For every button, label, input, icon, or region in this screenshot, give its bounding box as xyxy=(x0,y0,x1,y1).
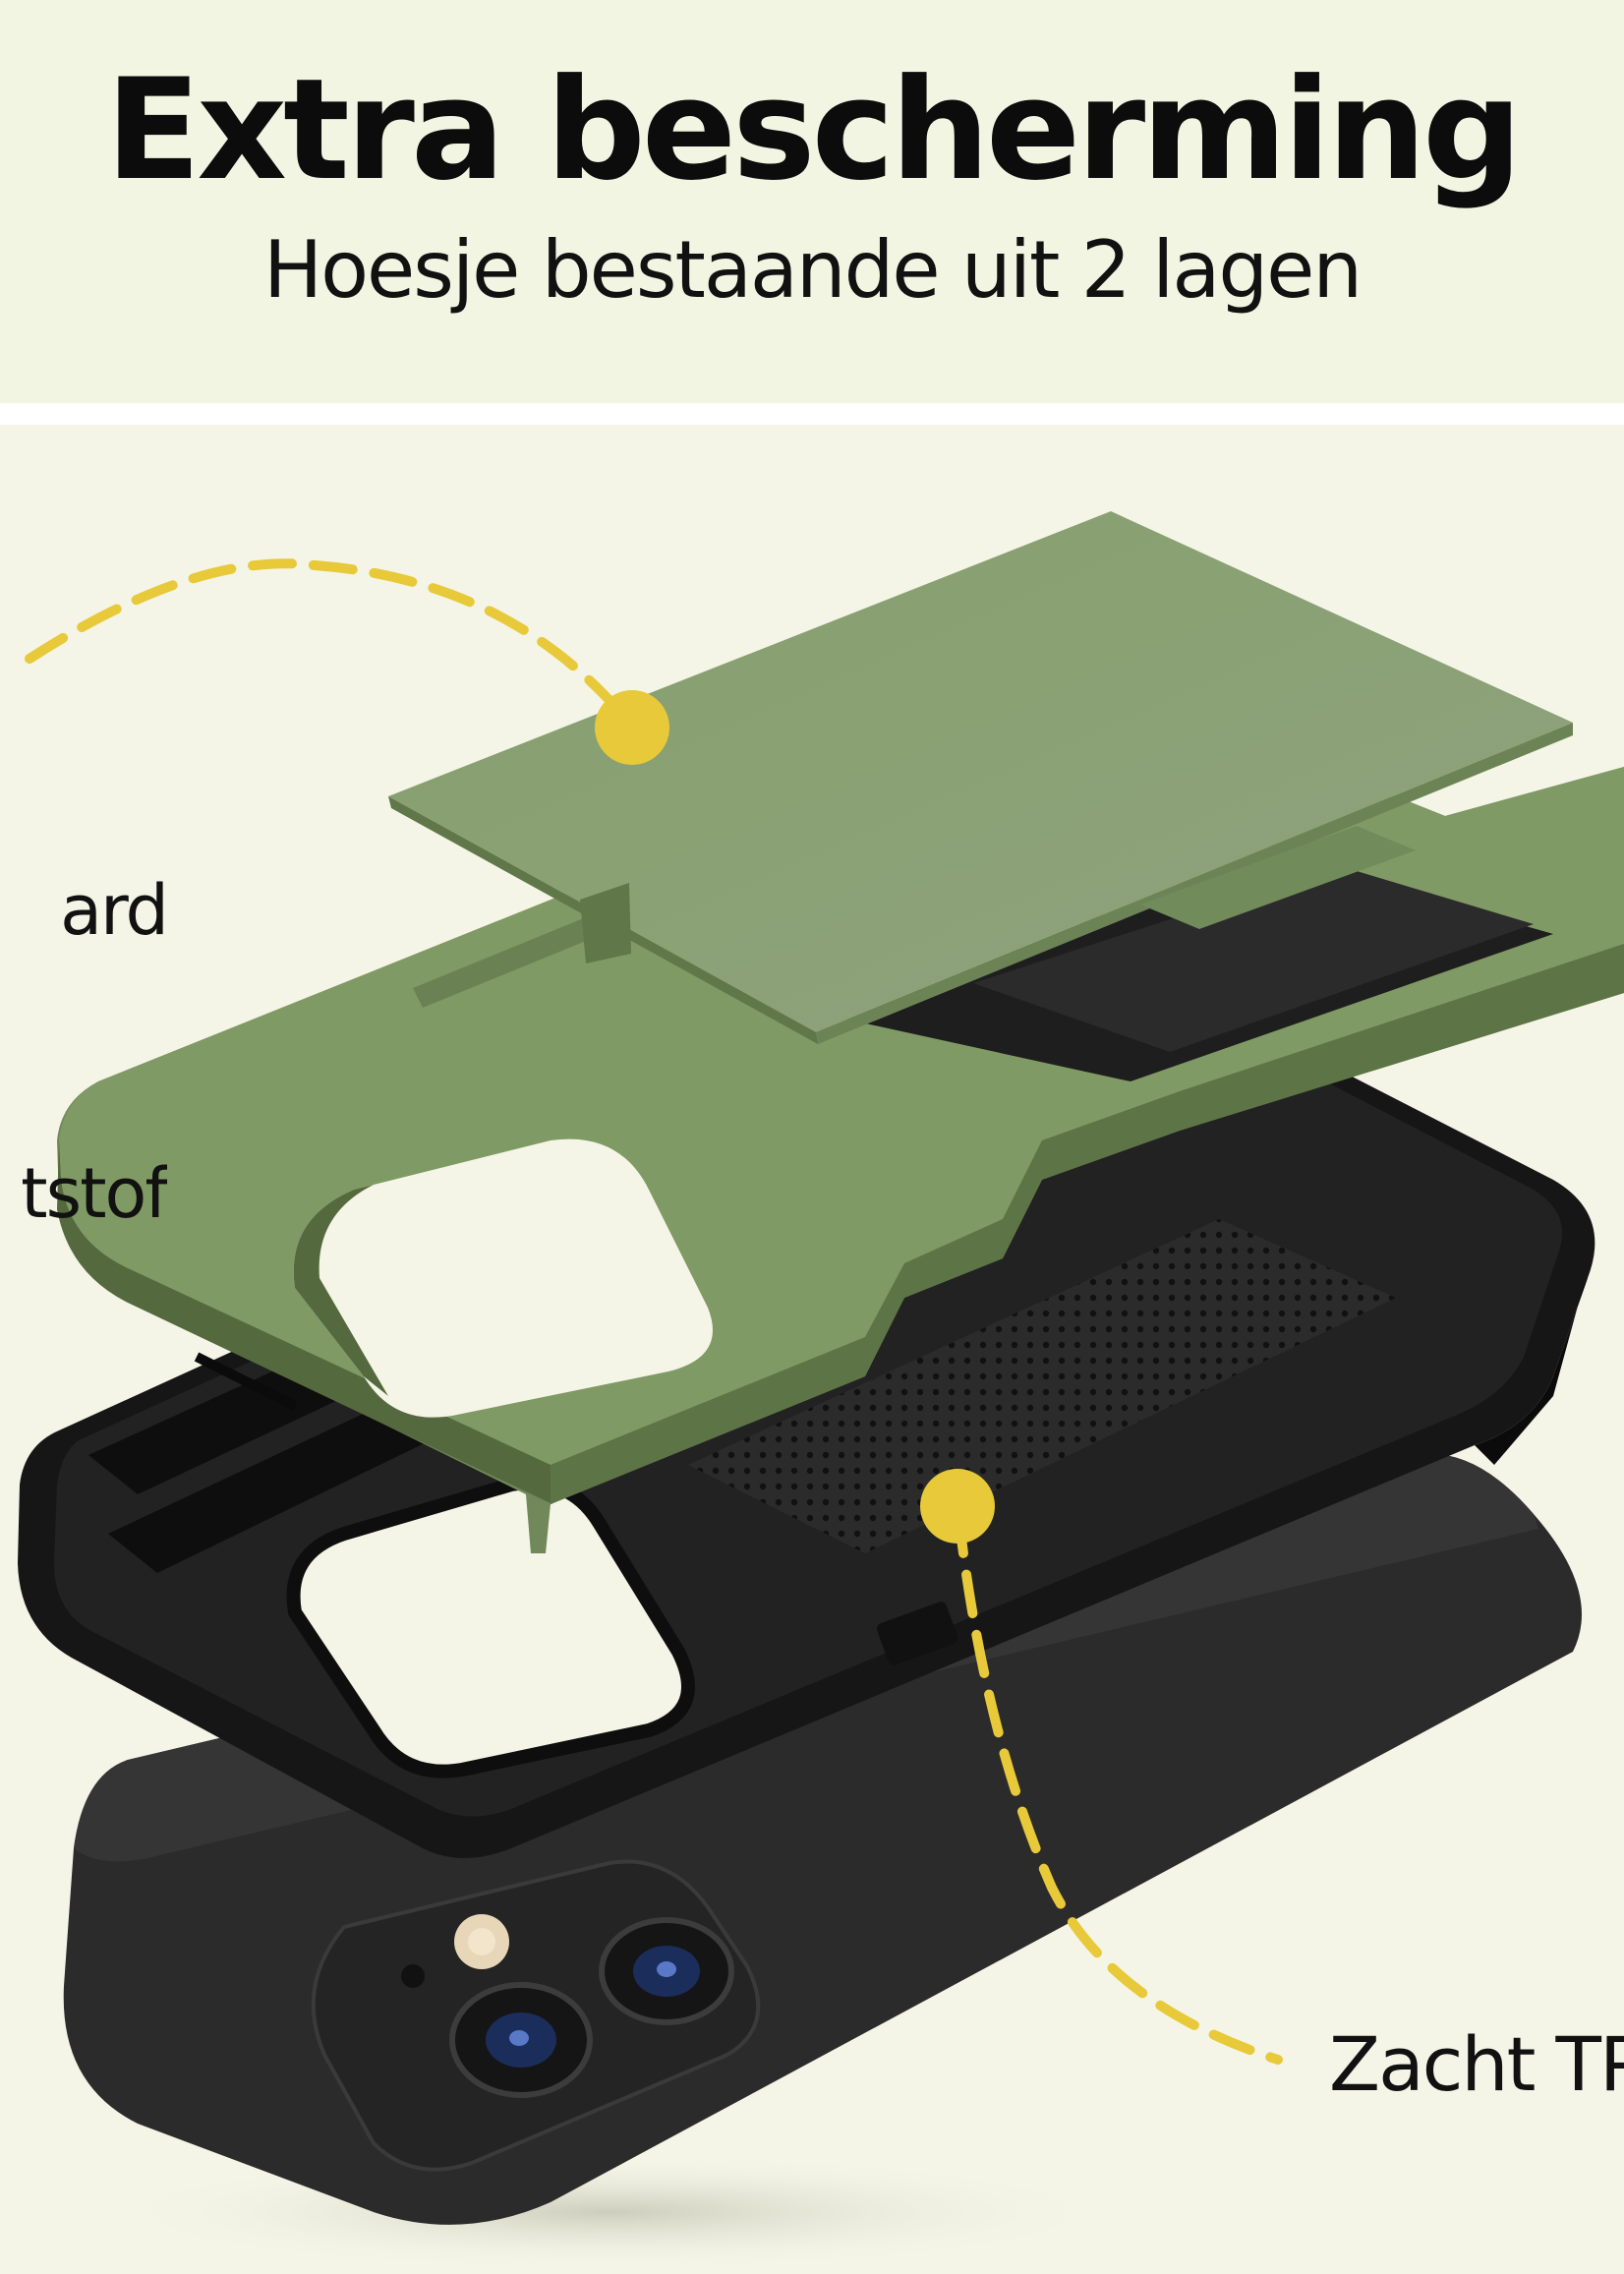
card-cover-plate xyxy=(388,511,1573,1044)
header-divider xyxy=(0,403,1624,425)
header-panel: Extra bescherming Hoesje bestaande uit 2… xyxy=(0,0,1624,403)
hard-layer-label: ard tstof xyxy=(0,674,167,1429)
soft-layer-marker xyxy=(920,1469,995,1544)
soft-layer-label: Zacht TP xyxy=(1329,2020,1624,2108)
hard-layer-label-line2: tstof xyxy=(21,1153,167,1234)
page-title: Extra bescherming xyxy=(105,49,1522,211)
microphone-icon xyxy=(401,1964,425,1988)
hard-layer-callout-line xyxy=(25,558,634,728)
hard-layer-label-line1: ard xyxy=(60,870,167,951)
floor-shadow xyxy=(98,2153,1121,2271)
page-subtitle: Hoesje bestaande uit 2 lagen xyxy=(262,224,1363,316)
hard-shell-frame xyxy=(57,767,1624,1553)
hard-layer-marker xyxy=(595,690,669,765)
soft-layer-callout-line xyxy=(954,1509,1283,2065)
